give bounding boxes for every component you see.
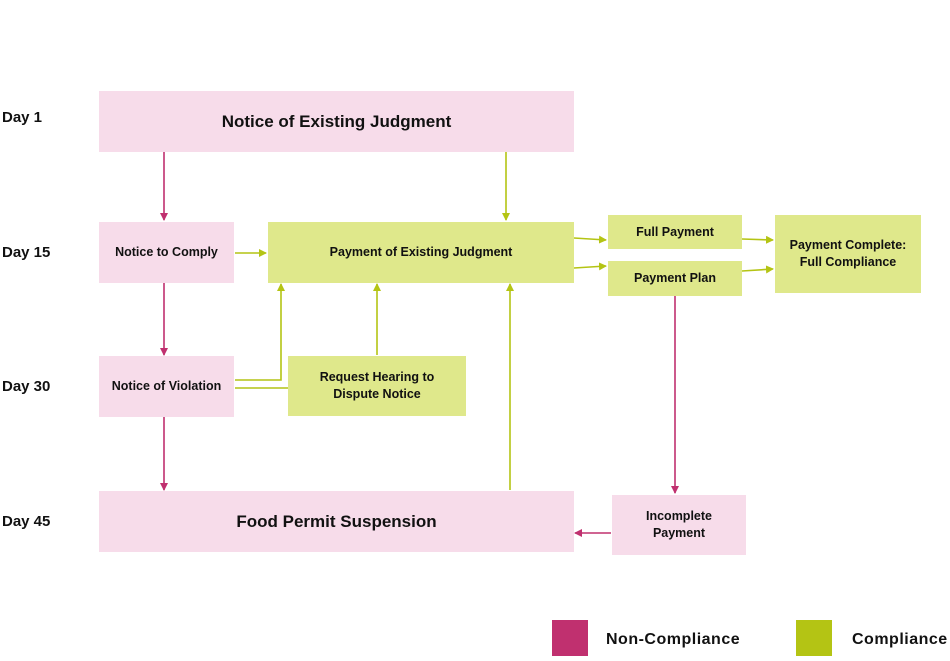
- day-30-label: Day 30: [2, 378, 51, 395]
- payment-existing-judgment-box: Payment of Existing Judgment: [268, 222, 574, 283]
- notice-of-violation-box: Notice of Violation: [99, 356, 234, 417]
- day-45-label: Day 45: [2, 513, 51, 530]
- day-15-label: Day 15: [2, 244, 51, 261]
- non-compliance-legend-label: Non-Compliance: [606, 631, 741, 648]
- incomplete-payment-box: Incomplete Payment: [612, 495, 746, 555]
- arrow-plan-to-complete: [741, 265, 774, 274]
- food-permit-suspension-box: Food Permit Suspension: [99, 491, 574, 552]
- payment-complete-box: Payment Complete: Full Compliance: [775, 215, 921, 293]
- arrow-payment-to-plan: [573, 262, 607, 271]
- non-compliance-swatch: [552, 620, 588, 656]
- day-1-label: Day 1: [2, 109, 43, 126]
- full-payment-box: Full Payment: [608, 215, 742, 249]
- compliance-swatch: [796, 620, 832, 656]
- arrow-full-to-complete: [741, 235, 774, 244]
- request-hearing-box: Request Hearing to Dispute Notice: [288, 356, 466, 416]
- notice-existing-judgment-box: Notice of Existing Judgment: [99, 91, 574, 152]
- arrow-violation-to-payment: [235, 283, 285, 381]
- payment-plan-box: Payment Plan: [608, 261, 742, 296]
- notice-to-comply-box: Notice to Comply: [99, 222, 234, 283]
- arrow-payment-to-full: [573, 235, 607, 244]
- compliance-legend-label: Compliance: [852, 631, 948, 648]
